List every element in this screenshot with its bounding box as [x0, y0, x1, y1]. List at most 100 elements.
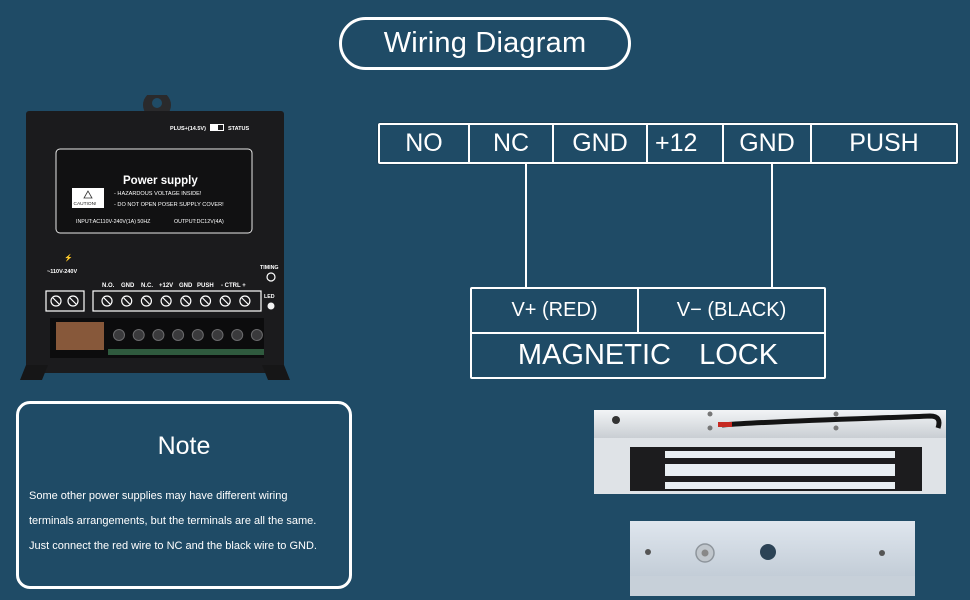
- input-spec: INPUT:AC110V-240V(1A) 50HZ: [76, 219, 151, 225]
- terminal-labels: N.O. GND N.C. +12V GND PUSH - CTRL +: [102, 283, 246, 289]
- dc-screw-icon: [239, 295, 251, 307]
- led-label: LED: [264, 294, 275, 300]
- terminal-label: - CTRL +: [221, 283, 246, 289]
- dc-screw-icon: [160, 295, 172, 307]
- screw-slot: [123, 297, 131, 305]
- terminal-label: N.O.: [102, 283, 115, 289]
- switch-label-plus: PLUS+(14.5V): [170, 126, 206, 132]
- switch-label-status: STATUS: [228, 126, 250, 132]
- ac-screw-icon: [67, 295, 79, 307]
- screw-slot: [241, 297, 249, 305]
- output-spec: OUTPUT:DC12V(4A): [174, 219, 224, 225]
- diagram-title: Wiring Diagram: [339, 17, 631, 70]
- block-screw-icon: [152, 329, 165, 341]
- screw-slot: [221, 297, 229, 305]
- warning-triangle-icon: [83, 190, 93, 199]
- screw-slot: [103, 297, 111, 305]
- warning-label-panel: [55, 148, 253, 234]
- block-screw-icon: [132, 329, 145, 341]
- screw-slot: [202, 297, 209, 305]
- terminal-label: GND: [121, 283, 135, 289]
- magnetic-lock-name: MAGNETIC LOCK: [472, 334, 824, 377]
- terminal-nc: NC: [470, 125, 554, 162]
- terminal-plus12: +12: [648, 125, 724, 162]
- power-supply-graphic: PLUS+(14.5V) STATUS Power supply CAUTION…: [20, 91, 290, 380]
- ac-screw-icon: [50, 295, 62, 307]
- power-supply-image: PLUS+(14.5V) STATUS Power supply CAUTION…: [20, 91, 290, 380]
- dc-screw-icon: [180, 295, 192, 307]
- screw-slot: [142, 297, 150, 305]
- caution-text: CAUTION!: [74, 201, 97, 207]
- magnetic-lock-box: V+ (RED) V− (BLACK) MAGNETIC LOCK: [470, 287, 826, 379]
- led-indicator-icon: [267, 302, 275, 310]
- terminal-strip: NO NC GND +12 GND PUSH: [378, 123, 958, 164]
- magnetic-lock-image: [590, 398, 955, 598]
- screw-slot: [162, 297, 170, 305]
- note-body: Some other power supplies may have diffe…: [29, 489, 317, 564]
- terminal-label: NO: [405, 129, 443, 157]
- magnetic-lock-label: MAGNETIC LOCK: [517, 339, 779, 371]
- terminal-push: PUSH: [812, 125, 956, 162]
- dc-screw-icon: [219, 295, 231, 307]
- mounting-hole: [152, 98, 162, 108]
- note-line: Just connect the red wire to NC and the …: [29, 540, 317, 552]
- terminal-label: +12V: [159, 283, 173, 289]
- dc-screw-icon: [121, 295, 133, 307]
- block-screw-group: [113, 329, 263, 341]
- plate-screw-hole: [645, 549, 651, 555]
- terminal-label: GND: [739, 129, 795, 157]
- terminal-label: GND: [572, 129, 628, 157]
- timing-label: TIMING: [260, 265, 279, 271]
- timing-knob-icon: [266, 272, 276, 282]
- terminal-label: PUSH: [849, 129, 919, 157]
- dc-screw-icon: [101, 295, 113, 307]
- lock-vplus-cell: V+ (RED): [472, 289, 639, 332]
- block-screw-icon: [113, 329, 125, 341]
- screw-slot: [52, 297, 60, 305]
- lock-vminus-cell: V− (BLACK): [639, 289, 824, 332]
- pcb-strip: [108, 349, 264, 355]
- block-screw-icon: [250, 329, 263, 341]
- plate-screw-hole: [879, 550, 885, 556]
- screw-slot: [182, 297, 190, 305]
- note-title: Note: [157, 432, 211, 460]
- warning-line-1: - HAZARDOUS VOLTAGE INSIDE!: [114, 191, 202, 197]
- red-wire: [718, 422, 732, 427]
- magnetic-lock-graphic: [594, 410, 946, 596]
- dc-terminal-box: [92, 290, 262, 312]
- lock-cable: [721, 413, 942, 429]
- dc-screw-icon: [199, 295, 212, 307]
- note-box: Note Some other power supplies may have …: [16, 401, 352, 589]
- plate-hole: [760, 544, 776, 560]
- dc-screw-group: [101, 295, 251, 307]
- block-screw-icon: [211, 329, 224, 341]
- ac-terminal-block: [56, 322, 104, 350]
- terminal-label: NC: [492, 129, 530, 157]
- dc-screw-icon: [140, 295, 153, 307]
- vminus-label: V− (BLACK): [676, 299, 787, 321]
- terminal-no: NO: [380, 125, 470, 162]
- block-screw-icon: [172, 329, 185, 341]
- ac-terminal-label: ~110V-240V: [47, 269, 77, 275]
- block-screw-icon: [231, 329, 244, 341]
- terminal-label: GND: [179, 283, 193, 289]
- switch-icon: [210, 124, 224, 131]
- lightning-icon: ⚡: [64, 253, 73, 262]
- screw-slot: [69, 297, 77, 305]
- terminal-label: N.C.: [141, 283, 153, 289]
- diagram-title-text: Wiring Diagram: [383, 27, 587, 59]
- terminal-label: +12: [655, 129, 698, 157]
- wire-nc-to-vplus: [525, 164, 527, 288]
- terminal-gnd-2: GND: [724, 125, 812, 162]
- note-line: terminals arrangements, but the terminal…: [29, 515, 317, 527]
- ac-terminal-box: [45, 290, 85, 312]
- vplus-label: V+ (RED): [511, 299, 598, 321]
- block-screw-icon: [191, 329, 204, 341]
- label-title: Power supply: [123, 175, 198, 187]
- terminal-gnd-1: GND: [554, 125, 648, 162]
- wire-gnd-to-vminus: [771, 164, 773, 288]
- terminal-label: PUSH: [197, 283, 214, 289]
- ac-screw-group: [50, 295, 79, 307]
- note-line: Some other power supplies may have diffe…: [29, 490, 288, 502]
- mounting-slot: [612, 416, 620, 424]
